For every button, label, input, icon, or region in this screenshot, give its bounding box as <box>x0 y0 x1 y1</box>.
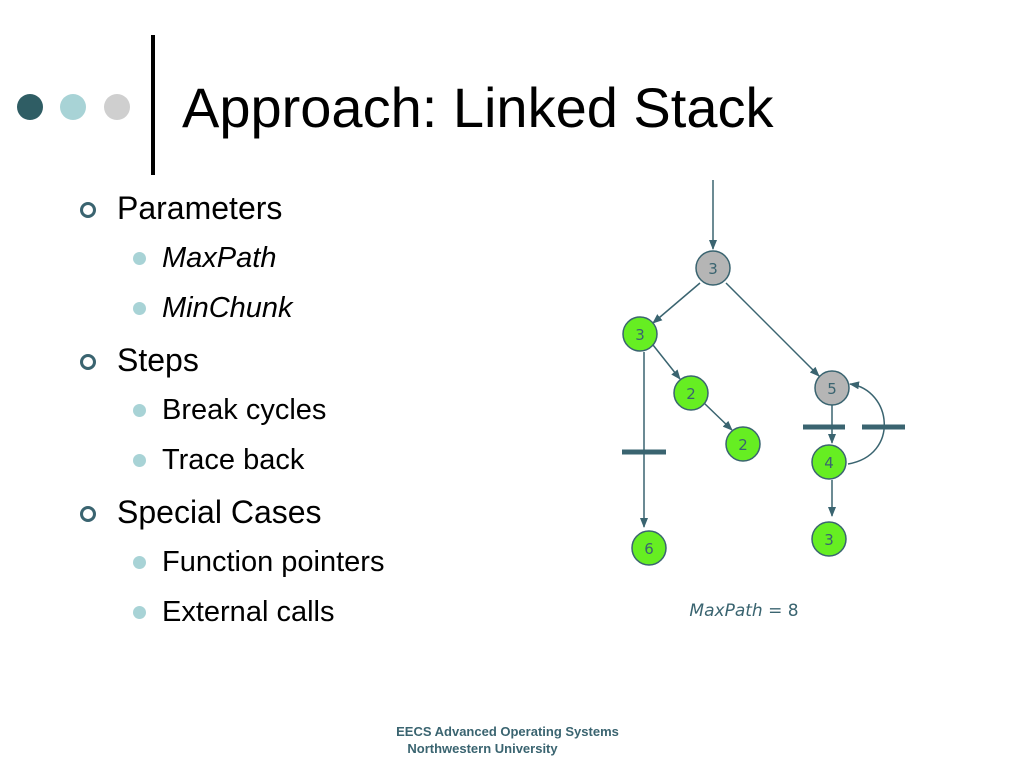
graph-node-bottom-left: 6 <box>631 530 667 566</box>
edge-left-mid1 <box>652 344 681 380</box>
graph-node-mid1: 2 <box>673 375 709 411</box>
node-label: 3 <box>824 531 834 549</box>
bullet-dot-icon <box>133 252 146 265</box>
decor-dot-light <box>104 94 130 120</box>
node-label: 6 <box>644 540 654 558</box>
edge-root-left <box>652 282 701 324</box>
footer-line-2: Northwestern University <box>407 741 558 756</box>
graph-node-left: 3 <box>622 316 658 352</box>
bullet-special-cases: Special Cases <box>117 494 322 530</box>
bullet-maxpath: MaxPath <box>162 242 277 274</box>
node-label: 3 <box>708 260 718 278</box>
caption-variable: MaxPath <box>689 601 762 621</box>
bullet-dot-icon <box>133 454 146 467</box>
node-label: 3 <box>635 326 645 344</box>
node-label: 5 <box>827 380 837 398</box>
bullet-ring-icon <box>80 354 96 370</box>
bullet-parameters: Parameters <box>117 190 283 226</box>
bullet-minchunk: MinChunk <box>162 292 293 324</box>
edge-root-right <box>725 282 820 377</box>
footer-line-1: EECS Advanced Operating Systems <box>396 724 619 739</box>
graph-node-mid2: 2 <box>725 426 761 462</box>
bullet-ring-icon <box>80 202 96 218</box>
graph-node-right: 5 <box>814 370 850 406</box>
bullet-list: Parameters MaxPath MinChunk Steps Break … <box>0 0 560 700</box>
back-edge-right-mid-to-right <box>847 381 885 465</box>
node-label: 2 <box>686 385 696 403</box>
decor-dot-mid <box>60 94 86 120</box>
bullet-break-cycles: Break cycles <box>162 394 327 426</box>
bullet-dot-icon <box>133 404 146 417</box>
node-label: 2 <box>738 436 748 454</box>
diagram-caption: MaxPath = 8 <box>689 601 798 621</box>
node-label: 4 <box>824 454 834 472</box>
bullet-dot-icon <box>133 556 146 569</box>
bullet-trace-back: Trace back <box>162 444 305 476</box>
caption-value: = 8 <box>763 601 799 621</box>
bullet-ring-icon <box>80 506 96 522</box>
bullet-external-calls: External calls <box>162 596 335 628</box>
bullet-dot-icon <box>133 302 146 315</box>
decor-dot-dark <box>17 94 43 120</box>
graph-node-root: 3 <box>695 250 731 286</box>
title-divider <box>151 35 155 175</box>
graph-node-right-mid: 4 <box>811 444 847 480</box>
bullet-function-pointers: Function pointers <box>162 546 385 578</box>
bullet-steps: Steps <box>117 342 199 378</box>
edge-mid1-mid2 <box>703 402 733 431</box>
bullet-dot-icon <box>133 606 146 619</box>
graph-node-right-bottom: 3 <box>811 521 847 557</box>
slide-title: Approach: Linked Stack <box>182 76 774 139</box>
